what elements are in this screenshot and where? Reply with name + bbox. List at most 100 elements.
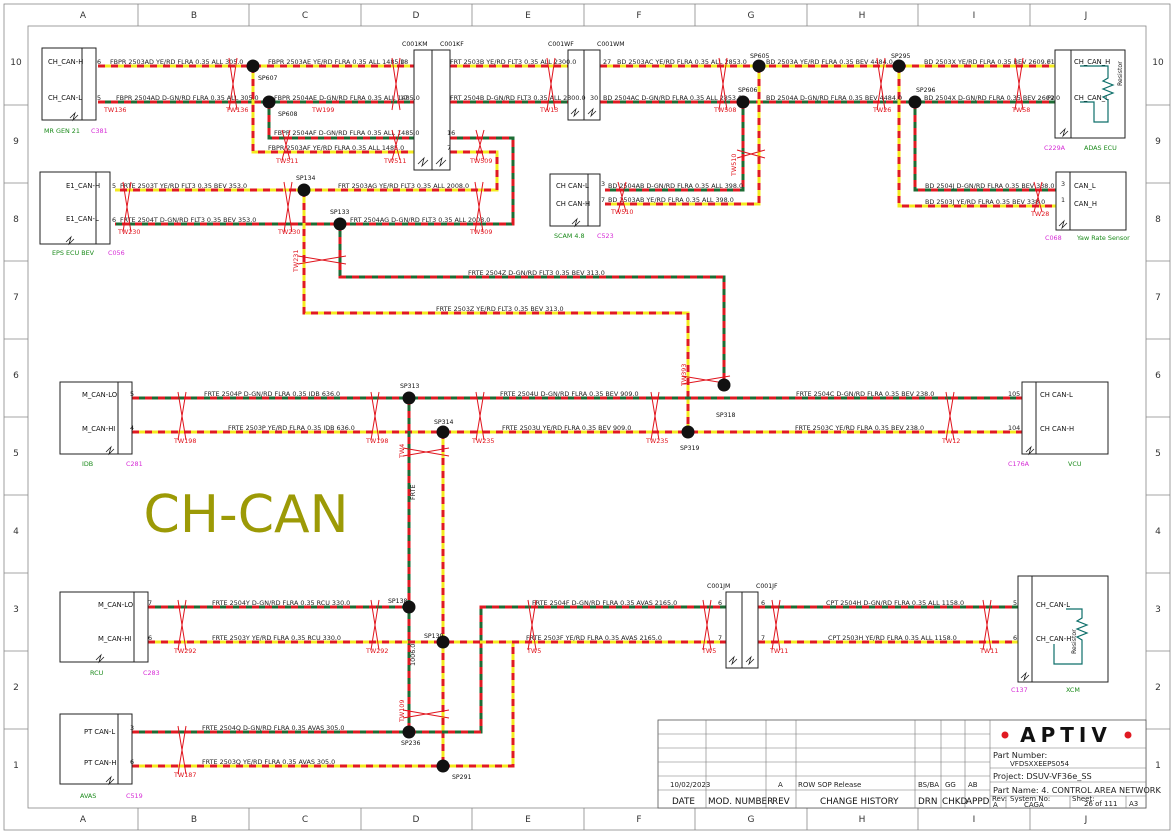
pin-number: 17	[400, 94, 408, 102]
zone-row-label: 7	[13, 293, 19, 303]
twist-icon	[527, 599, 537, 651]
twist-label: TW4	[398, 444, 406, 459]
splice-sp318: SP318	[716, 378, 736, 419]
pin-number: 3	[1061, 180, 1065, 188]
wire-rcu-h	[148, 640, 726, 768]
wire-stripe	[148, 640, 726, 768]
twist-icon	[391, 57, 401, 111]
twist-label: TW5	[701, 647, 716, 655]
sheet-label: Sheet:	[1072, 795, 1095, 803]
wire-label: FBPR 2503AF YE/RD FLRA 0.35 ALL 1485.0	[268, 144, 404, 152]
module-name: IDB	[82, 460, 93, 468]
twist-label: TW292	[365, 647, 388, 655]
zone-column-label: A	[80, 815, 87, 825]
twist-icon	[945, 391, 955, 441]
zone-column-label: G	[748, 11, 755, 21]
zone-column-label: H	[859, 11, 866, 21]
history-date: 10/02/2023	[670, 781, 710, 789]
pin-label: PT CAN-L	[84, 728, 115, 736]
twist-icon	[283, 181, 293, 233]
module-name: RCU	[90, 669, 104, 677]
pin-label: CH_CAN-H	[1036, 635, 1071, 643]
twist-label: TW509	[469, 157, 492, 165]
twist-icon	[982, 599, 992, 651]
pin-number: 5	[130, 390, 134, 398]
wire-label: BD 2503AC YE/RD FLRA 0.35 ALL 2853.0	[617, 58, 747, 66]
inline-connector-c001w: C001WF C001WM	[548, 41, 625, 121]
splice-label: SP296	[916, 87, 936, 94]
splice-label: SP606	[738, 87, 758, 94]
pin-number: 7	[148, 599, 152, 607]
wire-label: FRTE 2503C YE/RD FLRA 0.35 BEV 238.0	[795, 424, 924, 432]
rev-value: A	[993, 801, 998, 809]
pin-label: CH CAN-H	[556, 200, 590, 208]
wire-stripe	[605, 102, 745, 192]
twist-icon	[1014, 57, 1024, 111]
logo-dot-icon	[1124, 731, 1132, 739]
connector-id: C519	[126, 792, 143, 800]
wire-label: BD 2504A D-GN/RD FLRA 0.35 BEV 4484.0	[766, 94, 902, 102]
wire-label: BD 2504AC D-GN/RD FLRA 0.35 ALL 2853.0	[603, 94, 742, 102]
zone-row-label: 4	[13, 527, 19, 537]
connector-id: C281	[126, 460, 143, 468]
connector-label: C001WF	[548, 41, 574, 48]
project-name: Project: DSUV-VF36e_SS	[993, 771, 1092, 781]
wire-label: FRTE 2503Z YE/RD FLT3 0.35 BEV 313.0	[436, 305, 564, 313]
zone-column-label: I	[973, 815, 976, 825]
history-appd: AB	[968, 781, 978, 789]
zone-row-label: 4	[1155, 527, 1161, 537]
splice-label: SP605	[750, 53, 770, 60]
splice-sp606: SP606	[736, 87, 758, 109]
pin-label: CH_CAN_H	[1074, 58, 1110, 66]
header-change: CHANGE HISTORY	[820, 797, 899, 807]
wire-label: FRT 2503AG YE/RD FLT3 0.35 ALL 2008.0	[338, 182, 469, 190]
zone-row-label: 3	[1155, 605, 1161, 615]
twist-icon	[474, 181, 484, 233]
zone-row-label: 8	[1155, 215, 1161, 225]
wire-label: BD 2504AB D-GN/RD FLRA 0.35 ALL 398.0	[608, 182, 743, 190]
header-mod: MOD. NUMBER	[708, 797, 773, 807]
pin-label: CH_CAN-L	[48, 94, 82, 102]
pin-number: 7	[447, 144, 451, 152]
connector-id: C229A	[1044, 144, 1066, 152]
wire-label: FRTE 2503Q YE/RD FLRA 0.35 AVAS 305.0	[202, 758, 335, 766]
twist-icon	[1033, 181, 1043, 213]
twist-label: TW198	[173, 437, 196, 445]
ch-can-label: CH-CAN	[144, 485, 349, 545]
zone-column-label: F	[636, 815, 641, 825]
wire-stripe	[913, 102, 1068, 192]
pin-number: 1	[1061, 196, 1065, 204]
pin-label: M_CAN-HI	[82, 425, 115, 433]
splice-sp291: SP291	[436, 759, 472, 781]
splice-sp295: SP295	[891, 53, 911, 73]
module-name: VCU	[1068, 460, 1082, 468]
twist-icon	[702, 599, 712, 651]
twist-icon	[228, 57, 238, 111]
pin-label: CH CAN-L	[556, 182, 589, 190]
aptiv-logo: APTIV	[1020, 723, 1112, 747]
pin-label: CH CAN-H	[1040, 425, 1074, 433]
header-chkd: CHKD	[942, 797, 968, 807]
pin-number: 7	[718, 634, 722, 642]
resistor-icon	[1053, 608, 1089, 665]
system-label: System No:	[1010, 795, 1050, 803]
twist-label: TW230	[277, 228, 300, 236]
wire-label-group: FBPR 2503AD YE/RD FLRA 0.35 ALL 305.0 FB…	[110, 58, 1060, 766]
wire-label: FRTE 2503T YE/RD FLT3 0.35 BEV 353.0	[120, 182, 247, 190]
twist-label: TW199	[311, 106, 334, 114]
connector-id: C176A	[1008, 460, 1030, 468]
sheet-size: A3	[1129, 800, 1138, 808]
twist-label: TW109	[398, 700, 406, 723]
wire-label: FRTE 2504U D-GN/RD FLRA 0.35 BEV 909.0	[500, 390, 639, 398]
splice-sp236: SP236	[401, 725, 421, 747]
pin-number: 104	[1008, 424, 1020, 432]
wire-stripe	[148, 605, 726, 734]
twist-icon	[617, 181, 627, 213]
header-rev: REV	[772, 797, 790, 807]
title-block: APTIV Part Number: VFDSXXEEPS054 Project…	[657, 719, 1161, 809]
pin-label: CH CAN-L	[1040, 391, 1073, 399]
twist-icon	[736, 149, 766, 159]
wire-label: FRTE 2503P YE/RD FLRA 0.35 IDB 636.0	[228, 424, 355, 432]
zone-column-label: E	[525, 815, 531, 825]
twist-icon	[370, 599, 380, 651]
